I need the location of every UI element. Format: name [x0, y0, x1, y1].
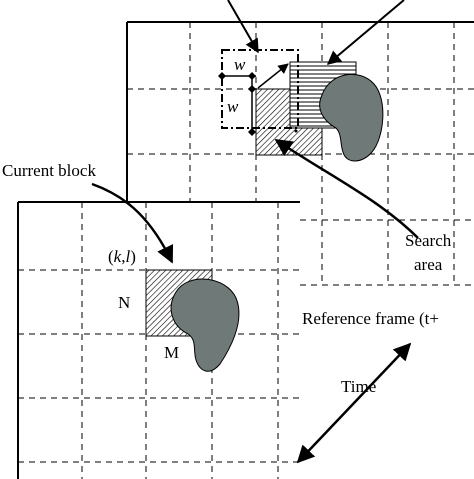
search-area-label-line1: Search	[405, 231, 452, 250]
reference-frame-label: Reference frame (t+	[302, 309, 439, 328]
n-label: N	[118, 293, 130, 312]
current-frame	[17, 201, 300, 479]
current-object	[170, 278, 240, 372]
m-label: M	[164, 343, 179, 362]
motion-vector-arrow	[257, 63, 289, 89]
w-side-label: w	[227, 97, 239, 116]
search-window	[221, 49, 299, 129]
current-frame-grid	[18, 202, 300, 479]
candidate-pointer-arrow	[326, 0, 405, 65]
block-coordinate-label: (k,l)	[108, 247, 136, 266]
search-area-arrow	[274, 138, 419, 239]
time-label: Time	[341, 377, 376, 396]
w-top-label: w	[234, 55, 246, 74]
time-arrow	[296, 342, 412, 464]
current-block-pointer-arrow	[91, 182, 174, 264]
reference-frame	[126, 21, 474, 286]
reference-object	[319, 73, 384, 162]
search-area-label-line2: area	[414, 255, 443, 274]
current-block-label: Current block	[2, 161, 96, 180]
search-window-pointer-arrow	[227, 0, 259, 54]
